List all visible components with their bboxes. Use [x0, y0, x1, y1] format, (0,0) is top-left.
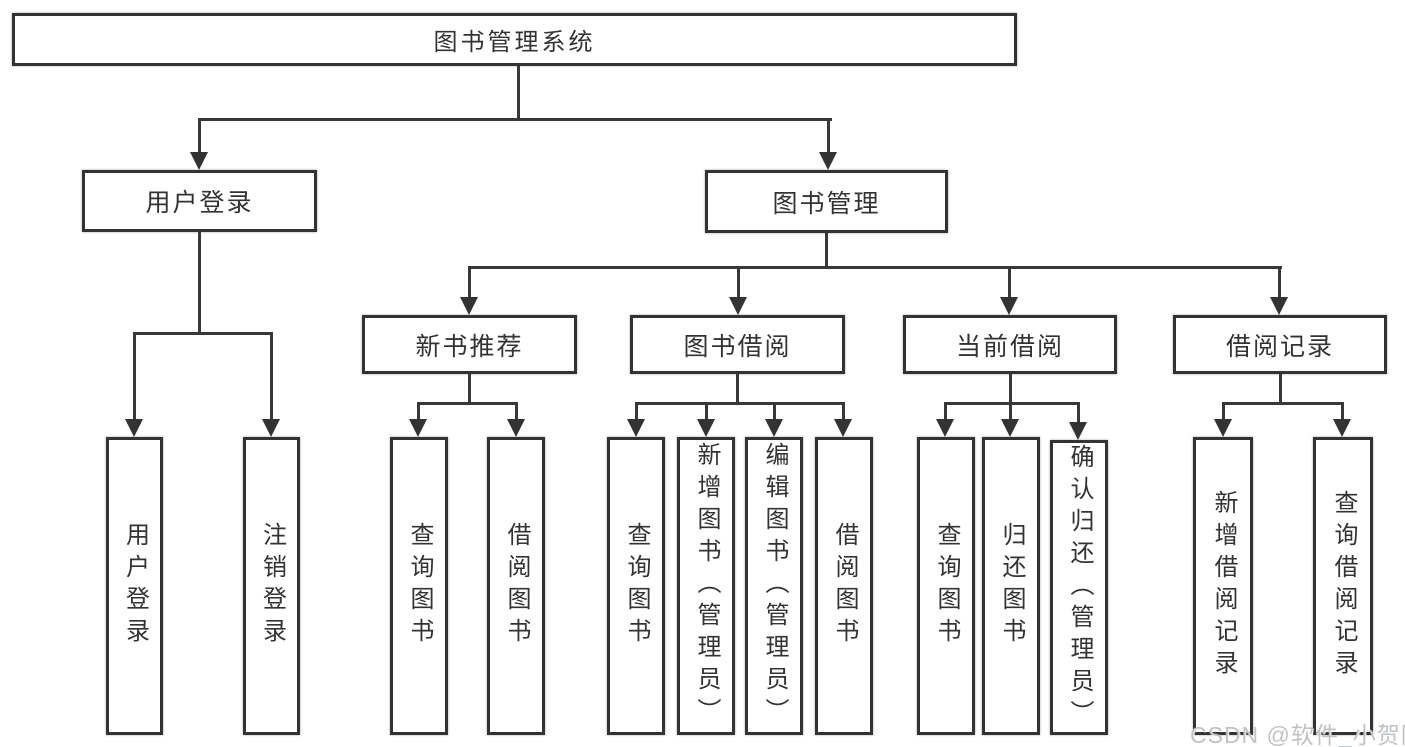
- group-node-label: 借阅记录: [1225, 332, 1334, 361]
- arrow-down-icon: [1069, 422, 1087, 440]
- leaf-node-current-query-books: 查询图书: [917, 437, 975, 735]
- connector-line: [1009, 374, 1012, 405]
- connector-line: [825, 233, 828, 269]
- connector-line: [517, 66, 520, 121]
- connector-line: [468, 266, 1282, 269]
- leaf-node-borrow-borrow-books: 借阅图书: [815, 437, 873, 735]
- connector-line: [944, 402, 947, 421]
- connector-line: [1077, 402, 1080, 424]
- leaf-node-label: 确认归还（管理员）: [1066, 443, 1093, 732]
- connector-line: [133, 332, 273, 335]
- connector-line: [705, 402, 708, 421]
- leaf-node-records-add-record: 新增借阅记录: [1193, 437, 1253, 735]
- connector-line: [199, 118, 832, 121]
- arrow-down-icon: [819, 152, 837, 170]
- leaf-node-current-confirm-return-admin: 确认归还（管理员）: [1050, 440, 1108, 735]
- arrow-down-icon: [125, 419, 143, 437]
- arrow-down-icon: [729, 297, 747, 315]
- arrow-down-icon: [1000, 297, 1018, 315]
- branch-node-book-management: 图书管理: [705, 170, 948, 233]
- group-node-label: 当前借阅: [955, 332, 1064, 361]
- leaf-node-records-query-record: 查询借阅记录: [1313, 437, 1373, 735]
- arrow-down-icon: [1001, 419, 1019, 437]
- connector-line: [1222, 402, 1225, 421]
- group-node-label: 新书推荐: [415, 332, 524, 361]
- group-node-borrowing-records: 借阅记录: [1173, 315, 1387, 374]
- arrow-down-icon: [460, 297, 478, 315]
- leaf-node-label: 新增借阅记录: [1210, 490, 1237, 682]
- connector-line: [417, 402, 420, 421]
- connector-line: [1008, 266, 1011, 299]
- connector-line: [468, 374, 471, 405]
- leaf-node-label: 注销登录: [258, 522, 286, 650]
- watermark-text: CSDN @软件_小贺同学: [1190, 722, 1405, 747]
- leaf-node-recommend-borrow-books: 借阅图书: [487, 437, 545, 735]
- connector-line: [944, 402, 1080, 405]
- arrow-down-icon: [765, 419, 783, 437]
- group-node-book-borrowing: 图书借阅: [630, 315, 845, 374]
- branch-node-user-login: 用户登录: [82, 170, 317, 232]
- connector-line: [1009, 402, 1012, 421]
- connector-line: [270, 332, 273, 421]
- leaf-node-label: 用户登录: [121, 522, 149, 650]
- connector-line: [468, 266, 471, 299]
- arrow-down-icon: [834, 419, 852, 437]
- leaf-node-label: 编辑图书（管理员）: [761, 442, 788, 730]
- root-node-label: 图书管理系统: [433, 29, 596, 56]
- branch-node-label: 用户登录: [145, 189, 254, 217]
- leaf-node-label: 借阅图书: [503, 522, 530, 650]
- branch-node-label: 图书管理: [772, 189, 881, 218]
- arrow-down-icon: [507, 419, 525, 437]
- leaf-node-label: 查询借阅记录: [1330, 490, 1357, 682]
- connector-line: [417, 402, 518, 405]
- connector-line: [1279, 374, 1282, 405]
- arrow-down-icon: [1333, 419, 1351, 437]
- arrow-down-icon: [262, 419, 280, 437]
- connector-line: [773, 402, 776, 421]
- connector-line: [736, 374, 739, 405]
- leaf-node-borrow-edit-book-admin: 编辑图书（管理员）: [745, 437, 803, 735]
- connector-line: [827, 118, 830, 154]
- group-node-current-borrowing: 当前借阅: [903, 315, 1117, 374]
- leaf-node-recommend-query-books: 查询图书: [390, 437, 448, 735]
- group-node-new-book-recommend: 新书推荐: [362, 315, 577, 374]
- arrow-down-icon: [190, 152, 208, 170]
- leaf-node-label: 查询图书: [933, 522, 960, 650]
- connector-line: [635, 402, 638, 421]
- arrow-down-icon: [697, 419, 715, 437]
- leaf-node-label: 新增图书（管理员）: [693, 442, 720, 730]
- leaf-node-borrow-query-books: 查询图书: [607, 437, 665, 735]
- arrow-down-icon: [409, 419, 427, 437]
- connector-line: [1278, 266, 1281, 299]
- leaf-node-label: 查询图书: [623, 522, 650, 650]
- connector-line: [198, 118, 201, 154]
- leaf-node-logout: 注销登录: [243, 437, 300, 735]
- leaf-node-label: 查询图书: [406, 522, 433, 650]
- connector-line: [635, 402, 845, 405]
- arrow-down-icon: [1214, 419, 1232, 437]
- connector-line: [737, 266, 740, 299]
- leaf-node-label: 借阅图书: [831, 522, 858, 650]
- connector-line: [198, 232, 201, 335]
- connector-line: [1222, 402, 1344, 405]
- arrow-down-icon: [627, 419, 645, 437]
- root-node: 图书管理系统: [12, 13, 1017, 66]
- connector-line: [1341, 402, 1344, 421]
- leaf-node-user-login: 用户登录: [106, 437, 163, 735]
- leaf-node-label: 归还图书: [998, 522, 1025, 650]
- connector-line: [133, 332, 136, 421]
- leaf-node-current-return-books: 归还图书: [982, 437, 1040, 735]
- connector-line: [842, 402, 845, 421]
- arrow-down-icon: [1270, 297, 1288, 315]
- leaf-node-borrow-add-book-admin: 新增图书（管理员）: [677, 437, 735, 735]
- group-node-label: 图书借阅: [683, 332, 792, 361]
- connector-line: [515, 402, 518, 421]
- arrow-down-icon: [936, 419, 954, 437]
